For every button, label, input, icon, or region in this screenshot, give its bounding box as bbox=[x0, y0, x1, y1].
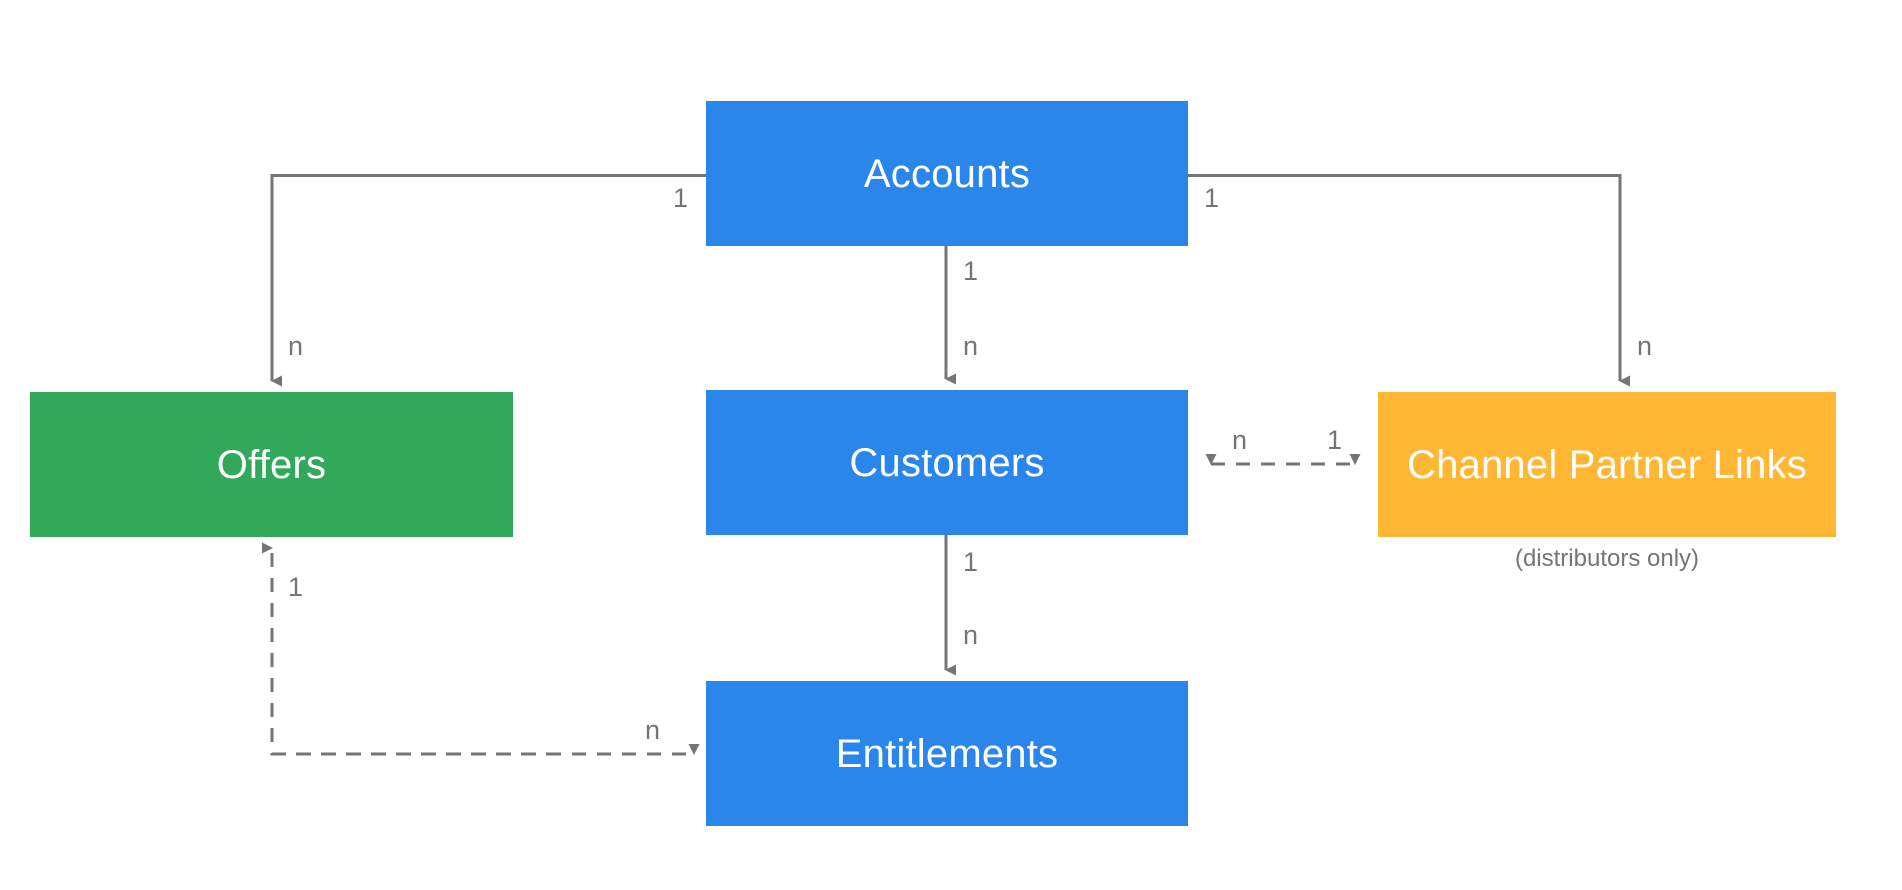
node-offers[interactable]: Offers bbox=[30, 392, 513, 537]
label-customers-entitlements-many: n bbox=[963, 620, 979, 650]
node-entitlements[interactable]: Entitlements bbox=[706, 681, 1188, 826]
label-accounts-cpl-many: n bbox=[1637, 331, 1653, 361]
node-accounts[interactable]: Accounts bbox=[706, 101, 1188, 246]
node-accounts-label: Accounts bbox=[863, 151, 1031, 196]
label-accounts-offers-one: 1 bbox=[673, 183, 689, 213]
edge-accounts-offers bbox=[270, 174, 706, 387]
node-offers-label: Offers bbox=[216, 442, 327, 487]
label-accounts-cpl-one: 1 bbox=[1204, 183, 1220, 213]
label-customers-cpl-one: 1 bbox=[1327, 425, 1343, 455]
node-customers[interactable]: Customers bbox=[706, 390, 1188, 535]
node-entitlements-label: Entitlements bbox=[835, 731, 1059, 776]
edge-accounts-channel-partner-links bbox=[1188, 174, 1630, 387]
label-accounts-offers-many: n bbox=[288, 331, 304, 361]
node-channel-partner-links-caption: (distributors only) bbox=[1514, 545, 1700, 572]
label-offers-entitlements-many: n bbox=[645, 715, 661, 745]
label-customers-entitlements-one: 1 bbox=[963, 547, 979, 577]
label-accounts-customers-one: 1 bbox=[963, 256, 979, 286]
label-customers-cpl-many: n bbox=[1232, 425, 1248, 455]
node-channel-partner-links-label: Channel Partner Links bbox=[1407, 442, 1807, 487]
edge-offers-entitlements-up bbox=[262, 542, 560, 756]
label-offers-entitlements-one: 1 bbox=[288, 572, 304, 602]
node-customers-label: Customers bbox=[849, 440, 1045, 485]
label-accounts-customers-many: n bbox=[963, 331, 979, 361]
node-channel-partner-links[interactable]: Channel Partner Links bbox=[1378, 392, 1836, 537]
